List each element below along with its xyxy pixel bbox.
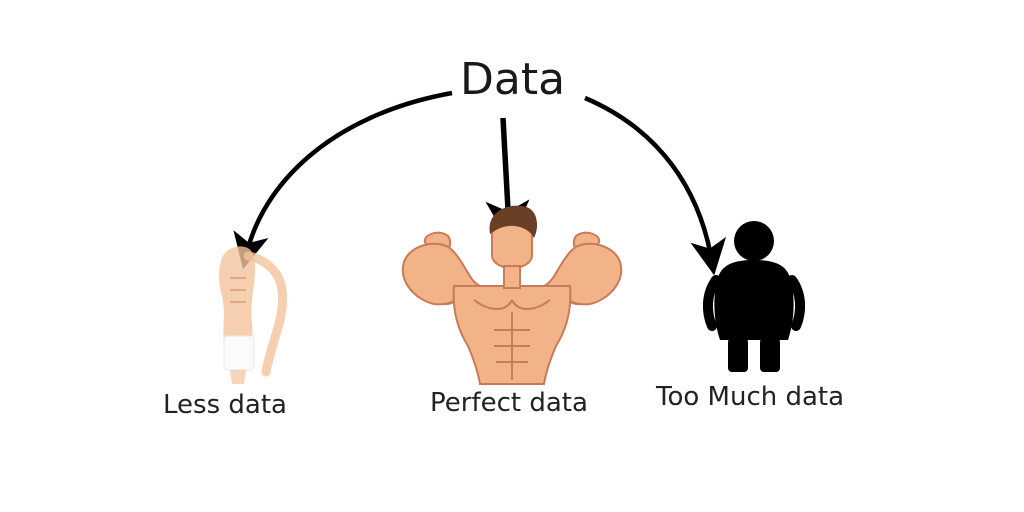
muscular-figure-icon [401,205,623,385]
too-much-data-caption: Too Much data [656,382,845,412]
perfect-data-caption: Perfect data [430,388,588,418]
heavy-figure-icon [702,221,806,372]
less-data-caption: Less data [163,390,287,420]
arrow-to-less-data [233,90,453,270]
diagram-title: Data [460,54,566,105]
thin-figure-icon [219,246,287,384]
arrow-to-too-much-data [584,95,727,276]
